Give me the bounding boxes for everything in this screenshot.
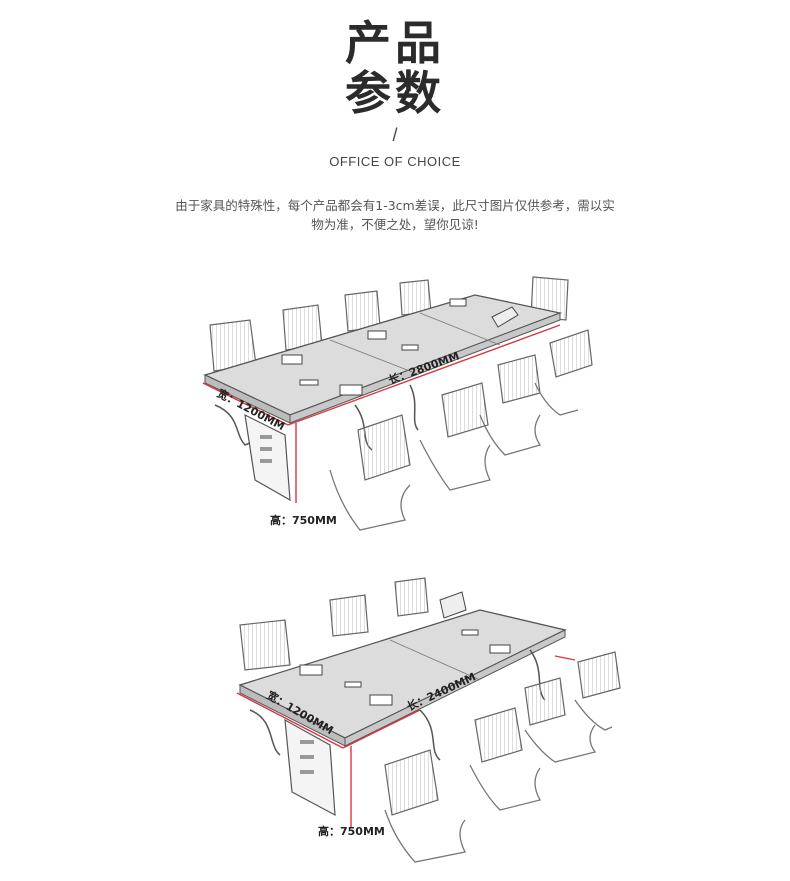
- title-line-2: 参数: [345, 66, 445, 120]
- subtitle: OFFICE OF CHOICE: [329, 154, 461, 169]
- title-slash: /: [392, 125, 398, 145]
- title-line-1: 产品: [345, 16, 445, 70]
- tolerance-note: 由于家具的特殊性，每个产品都会有1-3cm差误，此尺寸图片仅供参考，需以实物为准…: [175, 198, 615, 232]
- front-chairs: [357, 329, 593, 481]
- height-label-1: 高：750MM: [270, 514, 337, 527]
- back-chairs-2: [239, 577, 429, 671]
- table-drawing-1: [202, 276, 593, 531]
- front-chairs-2: [384, 651, 621, 816]
- back-chairs: [209, 276, 569, 372]
- conference-table-2800-illustration: 宽：1200MM 长：2800MM 高：750MM: [0, 265, 790, 550]
- table-drawing-2: [236, 577, 621, 863]
- height-label-2: 高：750MM: [318, 825, 385, 838]
- conference-table-2400-illustration: 宽：1200MM 长：2400MM 高：750MM: [0, 570, 790, 875]
